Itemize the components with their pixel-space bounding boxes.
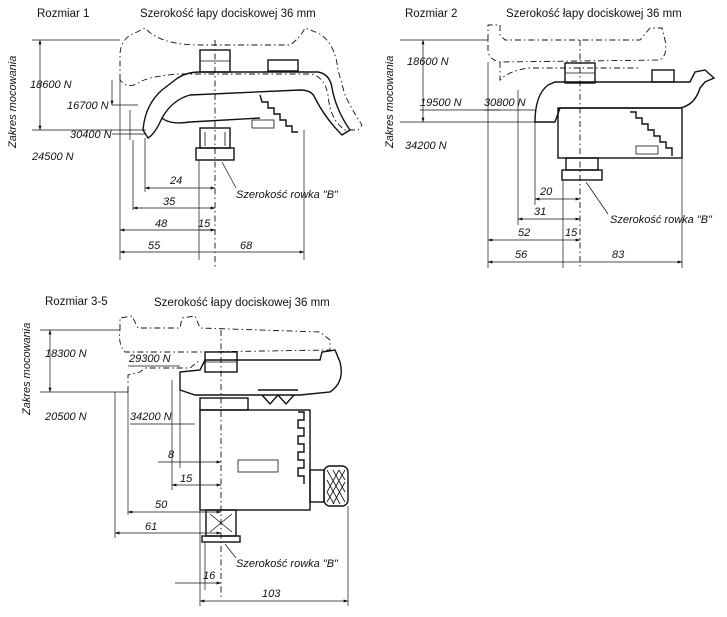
size1-dim-55: 55 <box>148 240 161 252</box>
size1-serrated-jaw <box>259 94 298 133</box>
size1-force-4: 24500 N <box>31 151 74 163</box>
size3-force-1: 18300 N <box>45 348 87 360</box>
size3-slot-label: Szerokość rowka "B" <box>236 558 339 570</box>
size3-serrated-jaw <box>297 411 305 484</box>
size1-upper-clamp-outline <box>119 27 363 131</box>
size3-knob-collar <box>309 469 325 503</box>
size1-dim-35: 35 <box>163 196 176 208</box>
size1-force-3: 30400 N <box>70 129 112 141</box>
size2-upper-clamp-outline <box>487 24 667 63</box>
size3-force-2: 29300 N <box>128 353 171 365</box>
size1-drawing: Rozmiar 1 Szerokość łapy dociskowej 36 m… <box>7 8 363 268</box>
size3-washer <box>199 397 249 411</box>
size1-screw <box>267 59 299 72</box>
size2-serrated-jaw <box>630 111 673 156</box>
size1-force-1: 18600 N <box>30 79 72 91</box>
size3-dim-61: 61 <box>145 521 157 533</box>
size2-dim-52: 52 <box>518 227 530 239</box>
size3-jaw-width: Szerokość łapy dociskowej 36 mm <box>154 297 330 309</box>
size2-force-1: 18600 N <box>407 56 449 68</box>
size2-t-nut <box>561 169 603 181</box>
size3-range-label: Zakres mocowania <box>21 323 33 416</box>
size1-clamp-lower-edge <box>161 117 261 124</box>
size2-screw <box>651 69 675 83</box>
size2-force-3: 30800 N <box>484 97 526 109</box>
size3-spring <box>258 389 298 406</box>
size3-dim-16: 16 <box>203 570 216 582</box>
size2-dim-20: 20 <box>539 186 553 198</box>
size1-slot-label: Szerokość rowka "B" <box>236 189 339 201</box>
size2-range-label: Zakres mocowania <box>384 56 396 149</box>
size3-dim-103: 103 <box>262 588 281 600</box>
size3-force-4: 34200 N <box>130 411 172 423</box>
size2-dim-31: 31 <box>534 206 546 218</box>
size1-title: Rozmiar 1 <box>37 8 89 20</box>
size1-range-label: Zakres mocowania <box>7 56 19 149</box>
size2-dim-15: 15 <box>565 227 578 239</box>
size2-slot-label: Szerokość rowka "B" <box>610 214 713 226</box>
size1-dim-15: 15 <box>198 218 211 230</box>
size2-body-block <box>557 107 683 159</box>
size2-force-2: 19500 N <box>420 97 462 109</box>
size2-force-4: 34200 N <box>405 140 447 152</box>
size1-jaw-width: Szerokość łapy dociskowej 36 mm <box>140 8 316 20</box>
size1-force-2: 16700 N <box>67 100 109 112</box>
size3-clamp-body <box>179 349 342 396</box>
size2-title: Rozmiar 2 <box>405 8 457 20</box>
size1-dim-48: 48 <box>155 218 168 230</box>
size2-drawing: Rozmiar 2 Szerokość łapy dociskowej 36 m… <box>384 8 716 268</box>
size2-jaw-width: Szerokość łapy dociskowej 36 mm <box>506 8 682 20</box>
size3-body-block <box>199 409 311 511</box>
size3-force-3: 20500 N <box>44 411 87 423</box>
size3-dim-50: 50 <box>155 499 168 511</box>
size3-knurled-knob <box>323 465 349 507</box>
size3-title: Rozmiar 3-5 <box>45 296 108 308</box>
size3-drawing: Rozmiar 3-5 Szerokość łapy dociskowej 36… <box>21 296 349 606</box>
size2-stem <box>565 157 599 171</box>
size2-dim-56: 56 <box>515 249 528 261</box>
size1-dim-68: 68 <box>240 240 253 252</box>
size3-dim-15: 15 <box>180 473 193 485</box>
size1-clamp-body <box>142 71 351 139</box>
size2-clamp-body <box>534 69 716 123</box>
size2-dim-83: 83 <box>612 249 625 261</box>
size3-upper-clamp-outline <box>119 315 331 353</box>
size3-dim-8: 8 <box>168 449 175 461</box>
size1-dim-24: 24 <box>169 175 182 187</box>
